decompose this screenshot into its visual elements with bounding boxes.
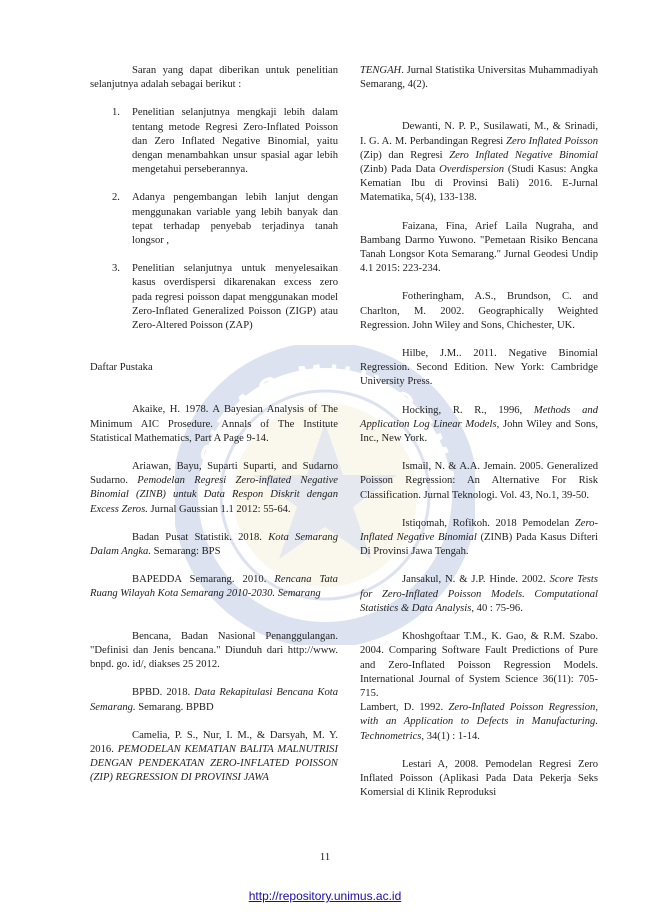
right-column: TENGAH. Jurnal Statistika Universitas Mu… (360, 64, 598, 800)
reference-entry: Akaike, H. 1978. A Bayesian Analysis of … (90, 403, 338, 446)
reference-entry: Bencana, Badan Nasional Penanggulangan. … (90, 630, 338, 673)
reference-text: (Zinb) Pada Data (360, 164, 440, 176)
suggestion-intro: Saran yang dapat diberikan untuk penelit… (90, 65, 338, 91)
reference-text: Akaike, H. 1978. A Bayesian Analysis of … (90, 404, 338, 444)
reference-text: Semarang: BPS (151, 546, 221, 558)
reference-entry: Khoshgoftaar T.M., K. Gao, & R.M. Szabo.… (360, 630, 598, 701)
reference-text: Kota Semarang Dalam Angka. (90, 531, 339, 558)
reference-entry: Jansakul, N. & J.P. Hinde. 2002. Score T… (360, 573, 598, 616)
suggestion-text: Penelitian selanjutnya mengkaji lebih da… (132, 107, 338, 176)
references-list-right: Dewanti, N. P. P., Susilawati, M., & Sri… (360, 120, 598, 800)
reference-text: Bencana, Badan Nasional Penanggulangan. … (90, 630, 338, 671)
reference-text: Ismail, N. & A.A. Jemain. 2005. Generali… (360, 461, 598, 501)
reference-text: Zero-Inflated Poisson Regression, with a… (360, 702, 598, 742)
reference-entry: Ariawan, Bayu, Suparti Suparti, and Suda… (90, 460, 338, 517)
reference-text: Pemodelan Regresi Zero-inflated Negative… (90, 475, 338, 515)
suggestion-item: 2. Adanya pengembangan lebih lanjut denga… (90, 191, 338, 248)
reference-entry: Lestari A, 2008. Pemodelan Regresi Zero … (360, 758, 598, 801)
reference-entry: Badan Pusat Statistik. 2018. Kota Semara… (90, 531, 338, 559)
reference-text: Zero Inflated Poisson (506, 135, 598, 147)
reference-text: Zero-Inflated Negative Binomial (360, 517, 598, 544)
page-number: 11 (319, 851, 331, 863)
reference-text: Istiqomah, Rofikoh. 2018 Pemodelan (402, 517, 575, 529)
repository-link[interactable]: http://repository.unimus.ac.id (248, 889, 402, 903)
suggestion-list: 1. Penelitian selanjutnya mengkaji lebih … (90, 106, 338, 333)
suggestion-number: 2. (112, 192, 120, 204)
reference-text: Dewanti, N. P. P., Susilawati, M., & Sri… (360, 121, 598, 147)
reference-text: Rencana Tata Ruang Wilayah Kota Semarang… (90, 574, 338, 600)
reference-entry: Lambert, D. 1992. Zero-Inflated Poisson … (360, 701, 598, 744)
left-column: Saran yang dapat diberikan untuk penelit… (90, 64, 338, 786)
reference-entry: Hocking, R. R., 1996, Methods and Applic… (360, 404, 598, 447)
references-list-left: Akaike, H. 1978. A Bayesian Analysis of … (90, 403, 338, 785)
reference-text: PEMODELAN KEMATIAN BALITA MALNUTRISI DEN… (90, 743, 338, 784)
reference-text: Fotheringham, A.S., Brundson, C. and Cha… (360, 291, 598, 331)
reference-text: (ZINB) Pada Kasus Difteri Di Provinsi Ja… (360, 532, 598, 558)
reference-text: BPBD. 2018. (132, 687, 195, 699)
reference-text: Camelia, P. S., Nur, I. M., & Darsyah, M… (90, 729, 338, 755)
reference-entry: Ismail, N. & A.A. Jemain. 2005. Generali… (360, 460, 598, 503)
university-seal-watermark: SITAS MUH SEMARANG (175, 345, 475, 645)
reference-entry: Hilbe, J.M.. 2011. Negative Binomial Reg… (360, 347, 598, 390)
reference-text: Data Rekapitulasi Bencana Kota Semarang. (90, 687, 338, 713)
reference-text: , 40 : 75-96. (471, 602, 523, 614)
reference-continuation: TENGAH. Jurnal Statistika Universitas Mu… (360, 65, 598, 91)
reference-text: Semarang. BPBD (135, 701, 214, 713)
reference-text: Zero Inflated Negative Binomial (449, 149, 599, 161)
reference-text: Faizana, Fina, Arief Laila Nugraha, and … (360, 220, 598, 275)
suggestion-item: 1. Penelitian selanjutnya mengkaji lebih … (90, 106, 338, 177)
reference-text: Jurnal Gaussian 1.1 2012: 55-64. (147, 503, 291, 515)
reference-text: Methods and Application Log Linear Model… (360, 404, 598, 430)
reference-text: Lambert, D. 1992. (360, 702, 449, 714)
reference-text: Hilbe, J.M.. 2011. Negative Binomial Reg… (360, 348, 598, 388)
reference-text: Khoshgoftaar T.M., K. Gao, & R.M. Szabo.… (360, 631, 598, 699)
reference-text: Badan Pusat Statistik. 2018. (132, 531, 269, 543)
reference-entry: Istiqomah, Rofikoh. 2018 Pemodelan Zero-… (360, 517, 598, 560)
reference-entry: BAPEDDA Semarang. 2010. Rencana Tata Rua… (90, 573, 338, 601)
reference-entry: Faizana, Fina, Arief Laila Nugraha, and … (360, 220, 598, 277)
reference-entry: BPBD. 2018. Data Rekapitulasi Bencana Ko… (90, 686, 338, 714)
reference-text: Ariawan, Bayu, Suparti Suparti, and Suda… (90, 461, 338, 487)
reference-text: , John Wiley and Sons, Inc., New York. (360, 418, 598, 445)
reference-text: Hocking, R. R., 1996, (402, 404, 534, 416)
reference-text: , 34(1) : 1-14. (421, 730, 480, 742)
reference-text: Lestari A, 2008. Pemodelan Regresi Zero … (360, 758, 598, 799)
reference-text: Score Tests for Zero-Inflated Poisson Mo… (360, 574, 598, 614)
suggestion-number: 3. (112, 263, 120, 275)
suggestion-text: Adanya pengembangan lebih lanjut dengan … (132, 192, 338, 247)
reference-entry: Camelia, P. S., Nur, I. M., & Darsyah, M… (90, 729, 338, 786)
suggestion-number: 1. (112, 107, 120, 119)
suggestion-text: Penelitian selanjutnya untuk menyelesaik… (132, 263, 338, 332)
reference-entry: Dewanti, N. P. P., Susilawati, M., & Sri… (360, 120, 598, 205)
reference-text: Jansakul, N. & J.P. Hinde. 2002. (402, 574, 550, 586)
reference-text: Overdispersion (439, 164, 505, 176)
reference-text: (Zip) dan Regresi (360, 149, 450, 161)
reference-text: BAPEDDA Semarang. 2010. (132, 574, 275, 586)
suggestion-item: 3. Penelitian selanjutnya untuk menyelesa… (90, 262, 338, 333)
references-heading: Daftar Pustaka (90, 362, 153, 374)
reference-entry: Fotheringham, A.S., Brundson, C. and Cha… (360, 290, 598, 333)
reference-text: (Studi Kasus: Angka Kematian Ibu di Prov… (360, 164, 598, 204)
